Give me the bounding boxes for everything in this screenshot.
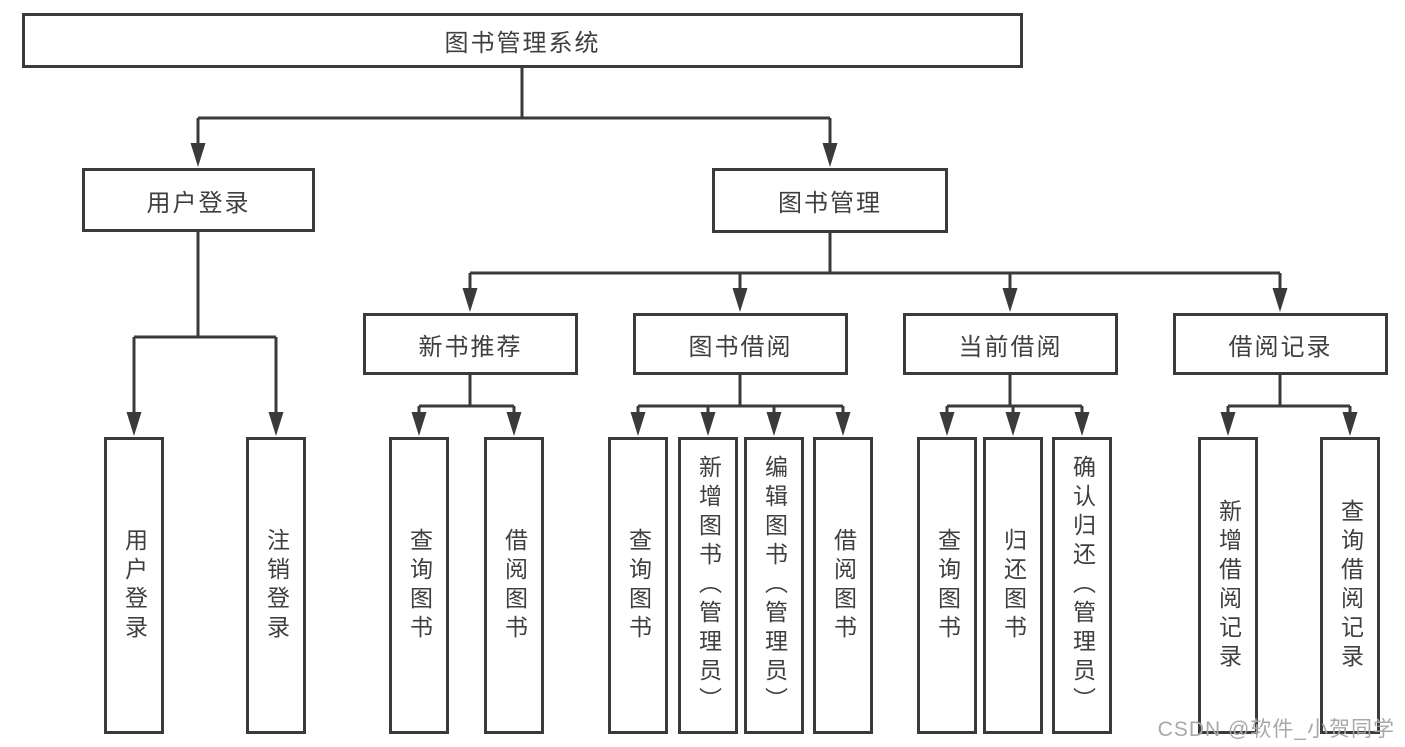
leaf-borrow-books-1: 借阅图书 [484, 437, 544, 734]
leaf-edit-books-admin: 编辑图书（管理员） [744, 437, 804, 734]
leaf-add-books-admin: 新增图书（管理员） [678, 437, 738, 734]
node-user-login: 用户登录 [82, 168, 315, 232]
leaf-user-login: 用户登录 [104, 437, 164, 734]
leaf-query-books-3: 查询图书 [917, 437, 977, 734]
leaf-return-books: 归还图书 [983, 437, 1043, 734]
leaf-query-books-1: 查询图书 [389, 437, 449, 734]
leaf-logout: 注销登录 [246, 437, 306, 734]
leaf-query-borrow-record: 查询借阅记录 [1320, 437, 1380, 734]
node-current-borrowing: 当前借阅 [903, 313, 1118, 375]
leaf-query-books-2: 查询图书 [608, 437, 668, 734]
node-borrowing-records: 借阅记录 [1173, 313, 1388, 375]
leaf-borrow-books-2: 借阅图书 [813, 437, 873, 734]
node-new-book-recommendation: 新书推荐 [363, 313, 578, 375]
node-book-borrowing: 图书借阅 [633, 313, 848, 375]
watermark: CSDN @软件_小贺同学 [1157, 718, 1395, 741]
leaf-confirm-return-admin: 确认归还（管理员） [1052, 437, 1112, 734]
node-library-management-system: 图书管理系统 [22, 13, 1023, 68]
node-book-management: 图书管理 [712, 168, 948, 233]
leaf-add-borrow-record: 新增借阅记录 [1198, 437, 1258, 734]
